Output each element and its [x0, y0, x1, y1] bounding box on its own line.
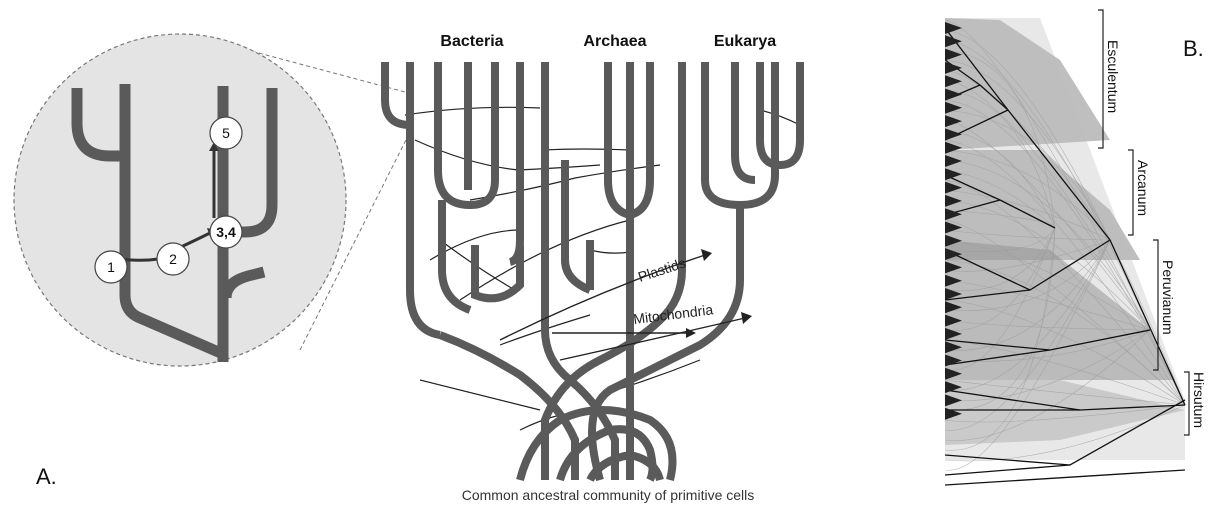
zoom-inset: 1 2 3,4 5 — [14, 34, 412, 366]
inset-circle — [14, 34, 346, 366]
tree-branches — [385, 62, 800, 480]
species-tree-cloud: Esculentum Arcanum Peruvianum Hirsutum B… — [945, 10, 1207, 485]
clade-label-hirsutum: Hirsutum — [1191, 372, 1207, 428]
tree-caption: Common ancestral community of primitive … — [462, 487, 755, 503]
inset-node-1: 1 — [95, 251, 127, 283]
inset-node-5: 5 — [210, 117, 242, 149]
domain-labels: Bacteria Archaea Eukarya — [440, 33, 776, 50]
mitochondria-arrow-head — [741, 312, 752, 324]
tree-of-life: Plastids Mitochondria Bacteria Archaea E… — [385, 33, 800, 503]
inset-node-3-4: 3,4 — [210, 216, 242, 248]
cloud-density — [945, 18, 1185, 485]
inset-node-label-5: 5 — [222, 125, 230, 141]
transfer-label-mitochondria: Mitochondria — [632, 301, 714, 327]
clade-label-peruvianum: Peruvianum — [1160, 260, 1176, 335]
panel-label-a: A. — [36, 464, 57, 489]
inset-node-label-2: 2 — [169, 251, 177, 267]
inset-node-2: 2 — [157, 243, 189, 275]
clade-label-esculentum: Esculentum — [1105, 40, 1121, 113]
inset-node-label-1: 1 — [107, 259, 115, 275]
domain-label-bacteria: Bacteria — [440, 33, 503, 50]
panel-label-b: B. — [1183, 36, 1204, 61]
domain-label-archaea: Archaea — [583, 33, 646, 50]
inset-node-label-3-4: 3,4 — [216, 224, 236, 240]
clade-label-arcanum: Arcanum — [1135, 160, 1151, 216]
domain-label-eukarya: Eukarya — [714, 33, 776, 50]
plastids-arrow-head — [701, 249, 712, 261]
